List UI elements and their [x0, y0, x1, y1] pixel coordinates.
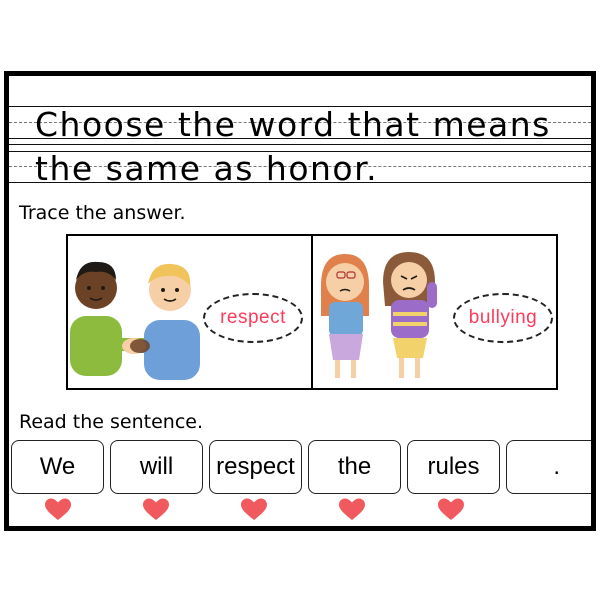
heart-icon[interactable]: [143, 498, 169, 522]
handshake-illustration-icon: [70, 261, 200, 380]
sentence-word-box: We: [11, 440, 104, 494]
sentence-word-box: rules: [407, 440, 500, 494]
word-bullying-oval[interactable]: bullying: [453, 293, 553, 343]
guide-dash: [9, 166, 591, 167]
guide-line: [9, 151, 591, 152]
word-respect-oval[interactable]: respect: [203, 293, 303, 343]
heart-icon[interactable]: [45, 498, 71, 522]
sentence-word-box: will: [110, 440, 203, 494]
answer-choices: respect: [66, 234, 558, 390]
guide-line: [9, 182, 591, 183]
heart-icon[interactable]: [339, 498, 365, 522]
guide-line: [9, 144, 591, 145]
heart-icon[interactable]: [241, 498, 267, 522]
question-line-1: Choose the word that means: [35, 105, 551, 144]
guide-line: [9, 138, 591, 139]
worksheet-card: Choose the word that means the same as h…: [4, 71, 596, 531]
choice-bullying[interactable]: bullying: [311, 236, 556, 388]
read-instruction: Read the sentence.: [19, 411, 203, 433]
sentence-boxes: We will respect the rules .: [11, 440, 591, 496]
guide-line: [9, 106, 591, 107]
sentence-word-box: respect: [209, 440, 302, 494]
bullying-girls-illustration-icon: [321, 252, 437, 378]
guide-dash: [9, 122, 591, 123]
sentence-period-box: .: [506, 440, 591, 494]
question-line-2: the same as honor.: [35, 149, 379, 188]
heart-icon[interactable]: [438, 498, 464, 522]
choice-respect[interactable]: respect: [68, 236, 311, 388]
sentence-word-box: the: [308, 440, 401, 494]
trace-instruction: Trace the answer.: [19, 202, 186, 224]
